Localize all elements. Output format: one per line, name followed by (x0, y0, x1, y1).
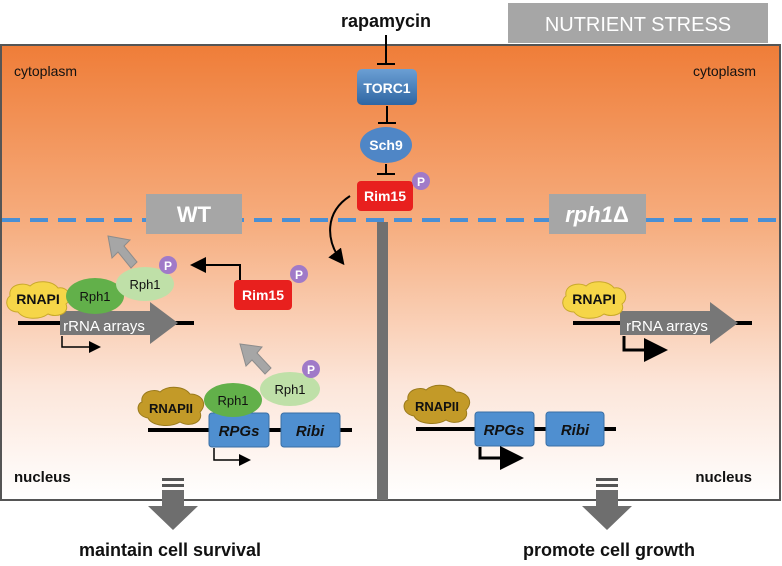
wt-rph1-phospho (116, 267, 174, 301)
nutrient-stress-banner (508, 3, 768, 43)
mut-rpgs-label: RPGs (484, 422, 525, 439)
wt-label: WT (177, 202, 212, 227)
wt-rph1-phospho-2-label: Rph1 (274, 382, 305, 397)
wt-rpg-tss-arrow (213, 448, 251, 466)
wt-rnapi-blob (6, 281, 71, 319)
wt-rrna-tss-arrow (61, 336, 101, 353)
mut-rrna-tss-arrow (622, 336, 668, 362)
sch9-node (360, 127, 412, 163)
torc1-node (357, 69, 417, 105)
mut-rrna-arrays-arrow (620, 302, 738, 344)
wt-ribi-label: Ribi (296, 423, 325, 440)
mut-rrna-arrays-label: rRNA arrays (626, 318, 708, 335)
wt-rnapii-label: RNAPII (149, 401, 193, 416)
rapamycin-label: rapamycin (341, 11, 431, 31)
nutrient-stress-text: NUTRIENT STRESS (545, 14, 731, 36)
rph1-delta-banner (549, 194, 646, 234)
nucleus-left-label: nucleus (14, 469, 71, 486)
rph1-delta-label: rph1Δ (565, 202, 629, 227)
rim15-to-rph1-arrow (190, 257, 241, 280)
wt-rph1-phospho-p-label: P (164, 259, 172, 273)
wt-rph1-bound-2 (204, 383, 262, 417)
rim15-cytoplasm-node (357, 181, 413, 211)
wt-rph1-phospho-p (159, 256, 177, 274)
mut-rnapii-label: RNAPII (415, 399, 459, 414)
wt-ribi-box (280, 412, 341, 448)
mut-rpg-tss-arrow (478, 446, 524, 470)
wt-rph1-eviction-arrow (107, 235, 138, 269)
wt-outcome-label: maintain cell survival (79, 540, 261, 560)
cytoplasm-left-label: cytoplasm (14, 63, 77, 79)
wt-rph1-phospho-2-p (302, 360, 320, 378)
wt-rph1-phospho-2 (260, 372, 320, 406)
rim15-nucleus-node (234, 280, 292, 310)
cell-body (0, 44, 781, 501)
rim15-nucleus-label: Rim15 (242, 287, 284, 303)
panel-divider (377, 222, 388, 500)
wt-rph1-phospho-label: Rph1 (129, 277, 160, 292)
sch9-label: Sch9 (369, 137, 403, 153)
wt-rph1-bound-label: Rph1 (79, 289, 110, 304)
rph1-delta-symbol: Δ (613, 202, 629, 227)
rim15-cytoplasm-phospho (412, 172, 430, 190)
wt-rph1-phospho-2-p-label: P (307, 363, 315, 377)
rim15-import-arrow (328, 195, 351, 266)
rim15-cytoplasm-label: Rim15 (364, 188, 406, 204)
rim15-cytoplasm-phospho-label: P (417, 175, 425, 189)
cytoplasm-right-label: cytoplasm (693, 63, 756, 79)
wt-banner (146, 194, 242, 234)
mut-outcome-label: promote cell growth (523, 540, 695, 560)
rim15-nucleus-phospho (290, 265, 308, 283)
mut-rnapi-label: RNAPI (572, 291, 616, 307)
torc1-label: TORC1 (363, 80, 410, 96)
mut-ribi-label: Ribi (561, 422, 590, 439)
wt-outcome-arrow (148, 478, 198, 530)
wt-rph1-bound (66, 278, 124, 314)
wt-rnapi-label: RNAPI (16, 291, 60, 307)
wt-rnapii-blob (137, 386, 205, 426)
wt-rph1-bound-2-label: Rph1 (217, 393, 248, 408)
wt-rph1-eviction-arrow-2 (239, 343, 272, 375)
mut-rnapi-blob (562, 281, 627, 319)
mut-ribi-box (545, 411, 605, 447)
mut-rnapii-blob (403, 384, 471, 424)
rph1-delta-gene: rph1 (565, 202, 613, 227)
rim15-nucleus-phospho-label: P (295, 268, 303, 282)
mut-outcome-arrow (582, 478, 632, 530)
wt-rrna-arrays-label: rRNA arrays (63, 318, 145, 335)
nucleus-right-label: nucleus (695, 469, 752, 486)
wt-rpgs-label: RPGs (219, 423, 260, 440)
